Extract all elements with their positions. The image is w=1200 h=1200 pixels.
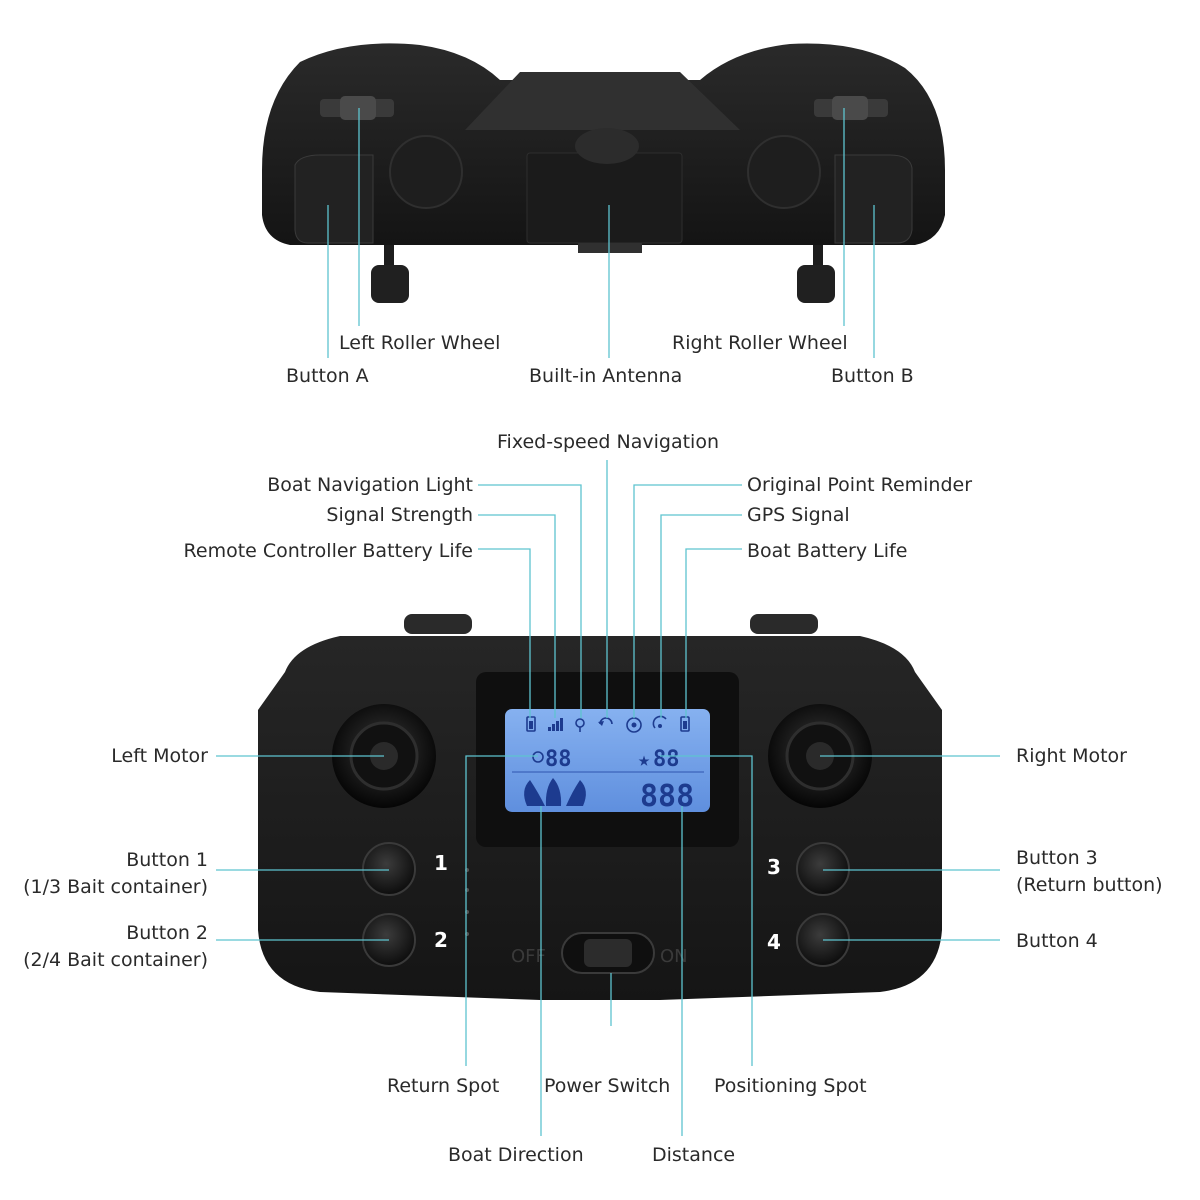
gps-signal-icon [652,715,667,729]
label-original-point-reminder: Original Point Reminder [747,474,972,496]
switch-on-label: ON [660,946,688,967]
right-stick-top [747,135,821,209]
button-a[interactable] [294,154,374,244]
left-bottom-knob [371,245,409,303]
leader-signal [478,514,556,718]
label-button-a: Button A [286,365,369,387]
left-stick-top [389,135,463,209]
label-button-4: Button 4 [1016,930,1098,952]
built-in-antenna [526,152,683,244]
label-button-3-sub: (Return button) [1016,874,1163,896]
button-1[interactable] [362,842,416,896]
controller-front-view: 88 ★ 88 888 [23,431,1163,1166]
signal-strength-icon [548,718,563,731]
label-right-roller-wheel: Right Roller Wheel [672,332,848,354]
button-2-number: 2 [434,928,448,952]
leader-origin-point [633,484,742,718]
label-button-2: Button 2 [126,922,208,944]
lcd-distance-value: 888 [640,779,694,814]
button-4-number: 4 [767,930,781,954]
controller-top-view: Button A Left Roller Wheel Built-in Ante… [262,43,945,387]
label-power-switch: Power Switch [544,1075,670,1097]
button-b[interactable] [834,154,913,244]
positioning-star-icon: ★ [638,747,650,771]
label-left-motor: Left Motor [111,745,208,767]
label-button-1: Button 1 [126,849,208,871]
label-return-spot: Return Spot [387,1075,499,1097]
label-positioning-spot: Positioning Spot [714,1075,867,1097]
top-center-hump [465,72,740,130]
right-bottom-knob [797,245,835,303]
label-boat-direction: Boat Direction [448,1144,584,1166]
right-top-bumper [750,614,818,634]
label-built-in-antenna: Built-in Antenna [529,365,682,387]
power-switch[interactable] [561,932,655,974]
label-remote-controller-battery-life: Remote Controller Battery Life [184,540,473,562]
lcd-return-spot-value: 88 [545,747,572,772]
label-button-3: Button 3 [1016,847,1098,869]
leader-boat-battery [685,548,742,718]
label-right-motor: Right Motor [1016,745,1127,767]
boat-battery-icon [680,716,690,732]
navigation-light-icon [575,718,585,732]
label-button-1-sub: (1/3 Bait container) [23,876,208,898]
leader-return-spot [465,755,538,1066]
right-roller-wheel-knob[interactable] [832,96,868,120]
left-roller-wheel-knob[interactable] [340,96,376,120]
switch-off-label: OFF [511,946,546,967]
button-3-number: 3 [767,855,781,879]
center-gear-strip [578,243,642,253]
label-button-2-sub: (2/4 Bait container) [23,949,208,971]
label-fixed-speed-navigation: Fixed-speed Navigation [497,431,719,453]
label-gps-signal: GPS Signal [747,504,850,526]
leader-positioning-spot [660,755,753,1066]
label-signal-strength: Signal Strength [326,504,473,526]
left-top-bumper [404,614,472,634]
label-boat-navigation-light: Boat Navigation Light [267,474,473,496]
lcd-positioning-spot-value: 88 [653,747,680,772]
boat-direction-icon [524,778,586,806]
remote-battery-icon [526,716,536,732]
label-button-b: Button B [831,365,914,387]
fixed-speed-icon [598,717,613,726]
leader-gps [660,514,742,718]
label-left-roller-wheel: Left Roller Wheel [339,332,500,354]
button-1-number: 1 [434,851,448,875]
return-spot-icon [532,751,544,763]
button-3[interactable] [796,842,850,896]
antenna-knob [575,128,639,164]
label-distance: Distance [652,1144,735,1166]
leader-remote-battery [478,548,531,718]
leader-nav-light [478,484,582,718]
label-boat-battery-life: Boat Battery Life [747,540,907,562]
